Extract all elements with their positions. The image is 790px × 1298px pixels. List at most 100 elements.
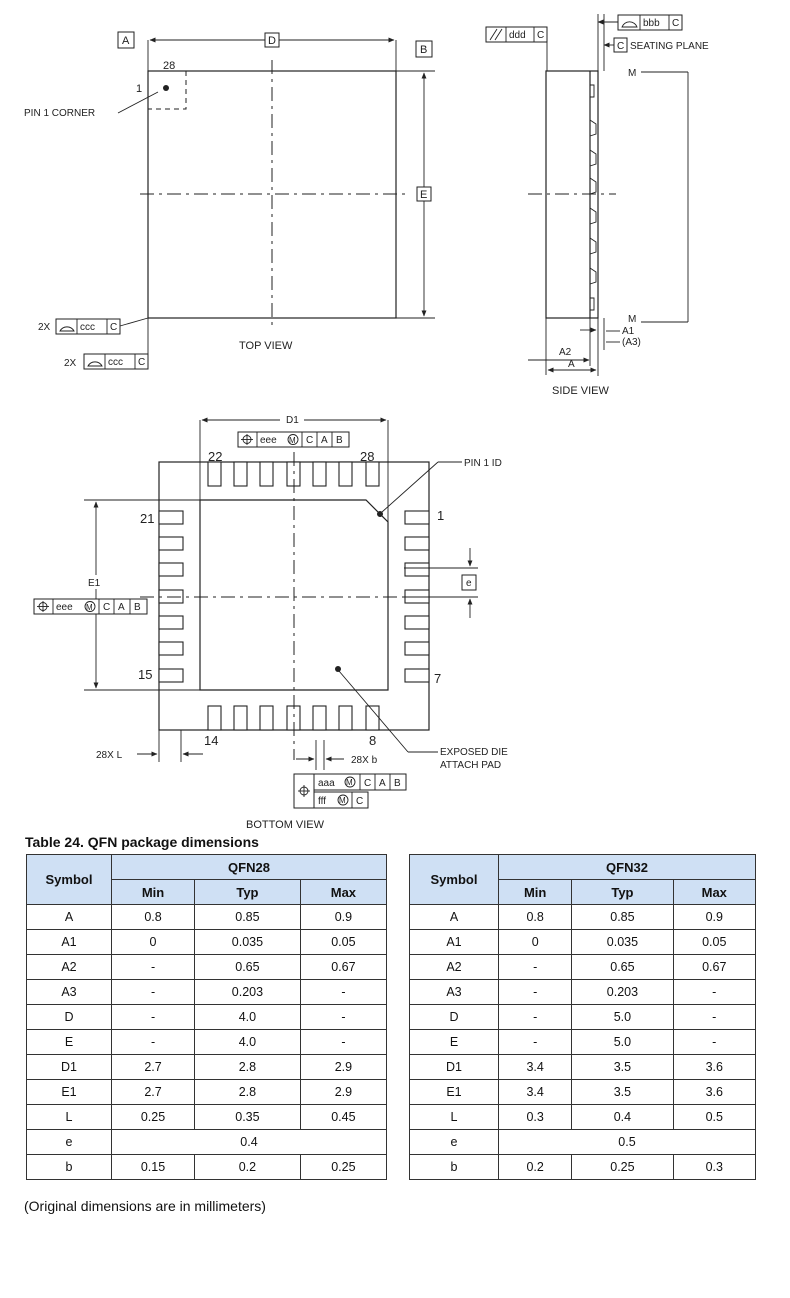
top-pin-28-label: 28 [163, 60, 175, 72]
datum-b-label: B [420, 44, 427, 56]
cell-value: 0.5 [498, 1129, 756, 1155]
cell-typ: 3.5 [571, 1079, 674, 1105]
top-view-title: TOP VIEW [239, 340, 293, 352]
cell-max: - [299, 979, 388, 1005]
datum-c-top: C [306, 435, 313, 446]
lead-pad [312, 461, 327, 487]
m-top-label: M [628, 68, 636, 79]
cell-max: 3.6 [672, 1079, 757, 1105]
pin-14-label: 14 [204, 733, 218, 748]
datum-a-left: A [118, 602, 125, 613]
cell-min: 0 [497, 929, 573, 955]
datum-a-top: A [321, 435, 328, 446]
cell-min: - [497, 1029, 573, 1055]
cell-typ: 0.4 [571, 1104, 674, 1130]
a3-label: (A3) [622, 337, 641, 348]
qfn32-package-header: QFN32 [498, 854, 756, 880]
bottom-view: D1 eee M C A B E1 eee [33, 412, 508, 831]
cell-symbol: A1 [409, 929, 499, 955]
cell-max: - [299, 1029, 388, 1055]
cell-symbol: A [409, 904, 499, 930]
side-view: ddd C bbb C C SEATING PLANE M M A1 (A3) … [485, 14, 709, 397]
cell-max: - [672, 1004, 757, 1030]
bottom-view-pins [158, 461, 430, 731]
cell-max: 0.5 [672, 1104, 757, 1130]
cell-symbol: A2 [409, 954, 499, 980]
top-pin-1-label: 1 [136, 83, 142, 95]
lead-pad [259, 705, 274, 731]
datum-b-top: B [336, 435, 343, 446]
seating-plane-label: SEATING PLANE [630, 41, 709, 52]
ccc-datum-1: C [110, 322, 117, 333]
exposed-pad [199, 499, 389, 691]
lead-pad [365, 705, 380, 731]
dim-e-label: E [420, 189, 427, 201]
cell-min: - [497, 954, 573, 980]
pin1-corner-label: PIN 1 CORNER [24, 108, 95, 119]
cell-symbol: A2 [26, 954, 112, 980]
cell-max: 0.9 [299, 904, 388, 930]
cell-symbol: b [409, 1154, 499, 1180]
cell-min: 0.8 [110, 904, 196, 930]
cell-typ: 4.0 [194, 1004, 301, 1030]
cell-symbol: A1 [26, 929, 112, 955]
table-row: D-5.0- [409, 1004, 757, 1030]
units-note: (Original dimensions are in millimeters) [24, 1198, 266, 1214]
exposed-pad-label-2: ATTACH PAD [440, 760, 501, 771]
eee-label-left: eee [56, 602, 73, 613]
dim-e-pitch-label: e [466, 578, 472, 589]
position-tolerance-frame-bottom: aaa M C A B fff M C [293, 773, 407, 809]
cell-max: 0.45 [299, 1104, 388, 1130]
lead-pad [365, 461, 380, 487]
table-title: Table 24. QFN package dimensions [25, 834, 259, 850]
typ-header: Typ [194, 879, 301, 905]
mmc-label-fff: M [339, 796, 346, 805]
ccc-label-1: ccc [80, 322, 95, 333]
cell-max: 0.05 [672, 929, 757, 955]
cell-min: 0.3 [497, 1104, 573, 1130]
lead-pad [404, 615, 430, 630]
dim-d-label: D [268, 35, 276, 47]
lead-pad [158, 536, 184, 551]
side-lead [589, 149, 597, 167]
a1-label: A1 [622, 326, 635, 337]
table-row: A3-0.203- [26, 979, 388, 1005]
min-header: Min [110, 879, 196, 905]
max-header: Max [299, 879, 388, 905]
typ-header: Typ [571, 879, 674, 905]
cell-typ: 0.035 [194, 929, 301, 955]
cell-typ: 0.35 [194, 1104, 301, 1130]
pin-15-label: 15 [138, 667, 152, 682]
lead-pad [158, 510, 184, 525]
symbol-header: Symbol [409, 854, 499, 905]
cell-max: 0.05 [299, 929, 388, 955]
ccc-prefix-2: 2X [64, 358, 77, 369]
cell-typ: 0.25 [571, 1154, 674, 1180]
dim-d1-label: D1 [286, 415, 299, 426]
pin1-id-label: PIN 1 ID [464, 458, 502, 469]
pin-7-label: 7 [434, 671, 441, 686]
cell-symbol: E [409, 1029, 499, 1055]
pin-28-label: 28 [360, 449, 374, 464]
lead-pad [158, 668, 184, 683]
cell-max: 3.6 [672, 1054, 757, 1080]
cell-min: 0.8 [497, 904, 573, 930]
cell-symbol: D1 [409, 1054, 499, 1080]
lead-pad [404, 641, 430, 656]
profile-symbol-icon [59, 326, 75, 332]
side-lead [589, 177, 597, 195]
cell-min: - [110, 954, 196, 980]
side-lead [590, 84, 595, 98]
table-row: A3-0.203- [409, 979, 757, 1005]
datum-c-fff: C [356, 796, 363, 807]
